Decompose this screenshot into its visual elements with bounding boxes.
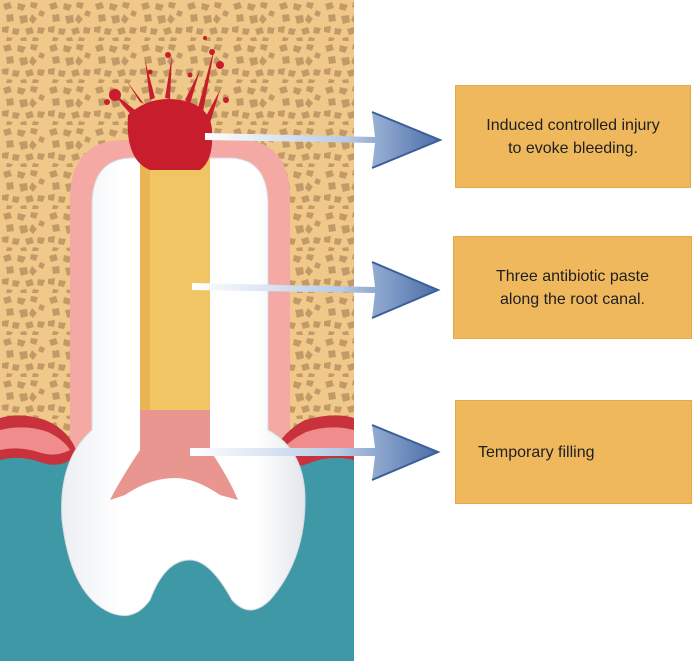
label-antibiotic-paste: Three antibiotic paste along the root ca… (453, 236, 692, 339)
gum-left-highlight (0, 427, 70, 455)
gum-right-highlight (282, 427, 354, 455)
label-controlled-injury: Induced controlled injury to evoke bleed… (455, 85, 691, 188)
root-canal-paste (140, 158, 210, 410)
root-canal-shading (140, 158, 150, 410)
arrow-3 (190, 424, 441, 481)
arrow-2 (192, 261, 441, 319)
label-temporary-filling: Temporary filling (455, 400, 692, 504)
bleeding-splatter (104, 36, 229, 170)
arrow-1 (205, 111, 443, 169)
temporary-filling (110, 410, 238, 500)
